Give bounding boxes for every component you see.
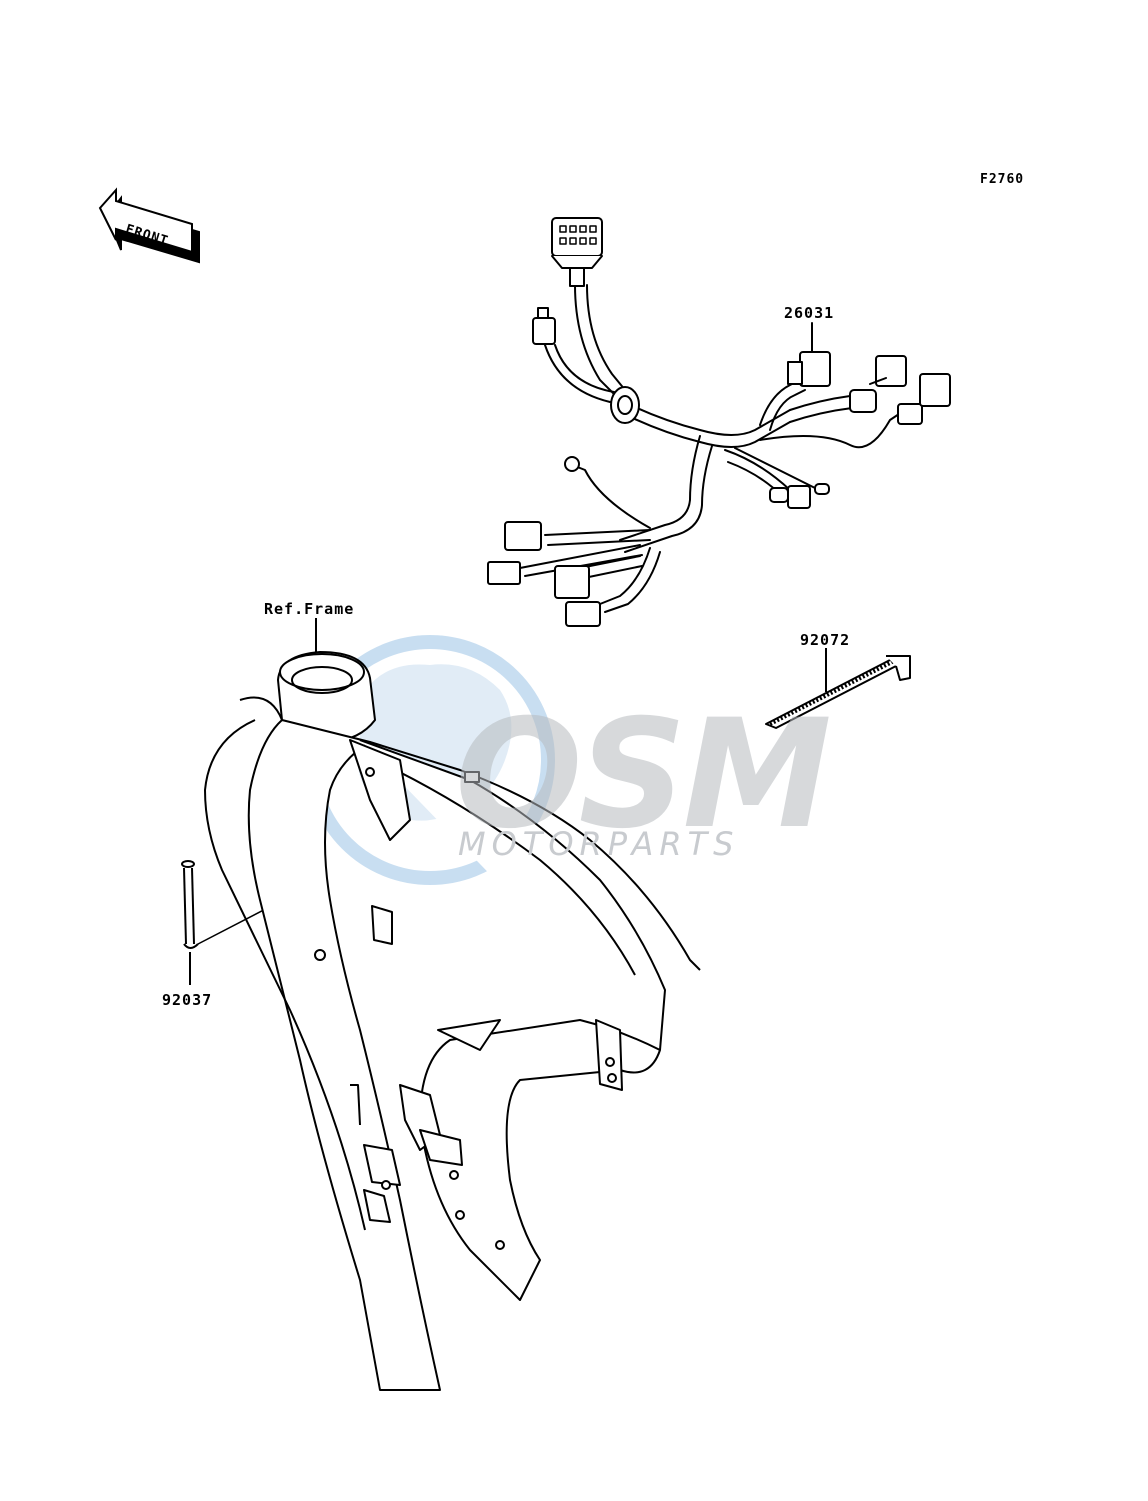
watermark-logo: OSM xyxy=(455,688,832,862)
callout-26031: 26031 xyxy=(784,304,835,322)
watermark-subtitle: MOTORPARTS xyxy=(458,825,740,863)
front-arrow-icon xyxy=(98,187,200,264)
figure-code: F2760 xyxy=(980,172,1025,187)
callout-92037: 92037 xyxy=(162,991,213,1009)
wiring-harness-drawing xyxy=(487,217,951,627)
band-drawing xyxy=(765,648,911,729)
callout-92072: 92072 xyxy=(800,631,851,649)
frame-drawing xyxy=(204,618,701,1391)
callout-ref-frame: Ref.Frame xyxy=(264,600,355,618)
